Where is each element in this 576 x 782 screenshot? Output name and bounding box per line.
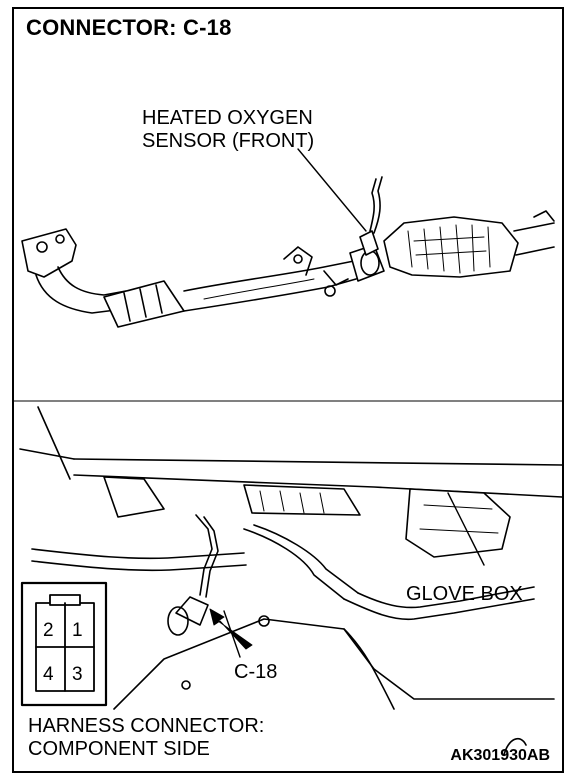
harness-connector-label-line2: COMPONENT SIDE	[28, 738, 210, 760]
connector-c18-callout: C-18	[234, 661, 278, 683]
sensor-callout-line2: SENSOR (FRONT)	[142, 130, 315, 152]
pointer-arrow-icon	[209, 608, 253, 650]
figure-code: AK301930AB	[450, 747, 550, 764]
connector-pin-label: 1	[72, 620, 83, 641]
connector-pin-label: 2	[43, 620, 54, 641]
diagram-illustration: 2 1 4 3	[14, 148, 562, 756]
dash-underside-drawing	[14, 400, 562, 756]
glove-box-callout: GLOVE BOX	[406, 583, 523, 605]
exhaust-pipe-drawing	[21, 148, 555, 328]
connector-pin-label: 3	[72, 664, 83, 685]
connector-face-inset	[20, 581, 108, 707]
connector-title: CONNECTOR: C-18	[26, 15, 232, 40]
harness-connector-label-line1: HARNESS CONNECTOR:	[28, 715, 265, 737]
connector-pin-label: 4	[43, 664, 54, 685]
diagram-frame: 2 1 4 3 CONNECTOR: C-18 HEATED OXYGEN SE…	[12, 7, 564, 773]
sensor-callout-line1: HEATED OXYGEN	[142, 107, 313, 129]
